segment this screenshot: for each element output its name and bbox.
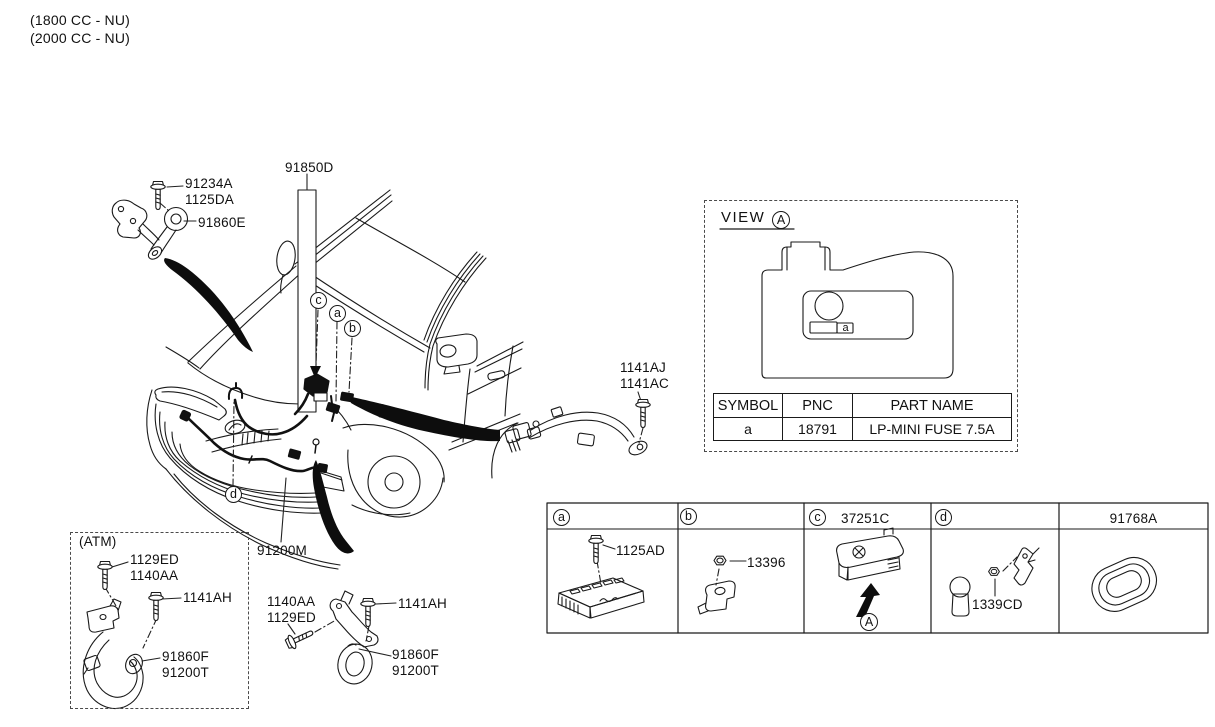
strip-view-ref-a-icon: A — [860, 613, 878, 631]
bolt-icon — [360, 597, 376, 628]
bolt-icon — [283, 625, 317, 652]
bolt-icon — [635, 398, 651, 429]
part-label-91860e[interactable]: 91860E — [198, 215, 246, 230]
part-label-1125ad[interactable]: 1125AD — [616, 543, 665, 558]
part-label-1339cd[interactable]: 1339CD — [972, 597, 1023, 612]
engine-variant-notes: (1800 CC - NU) (2000 CC - NU) — [30, 12, 130, 47]
car-outline-drawing — [146, 189, 524, 570]
part-label-91234a[interactable]: 91234A — [185, 176, 233, 191]
relay-box-drawing — [836, 527, 904, 617]
leader-lines — [111, 173, 996, 662]
mid-label-group-91860f[interactable]: 91860F 91200T — [392, 647, 439, 678]
atm-cable-drawing — [82, 598, 144, 709]
bolt-icon — [588, 534, 604, 565]
fusebox-drawing — [761, 241, 954, 379]
part-label-91860f[interactable]: 91860F — [392, 647, 439, 662]
part-label-1141ah-atm[interactable]: 1141AH — [183, 590, 232, 605]
ground-bracket-drawing — [111, 199, 160, 246]
battery-cable-drawing — [504, 406, 648, 456]
fuse-table-partname-value: LP-MINI FUSE 7.5A — [869, 421, 995, 437]
nut-icon — [713, 555, 727, 566]
part-label-91768a[interactable]: 91768A — [1109, 511, 1158, 526]
grommet-drawing — [1091, 556, 1158, 612]
callout-c-icon[interactable]: c — [310, 292, 327, 309]
part-label-91850d[interactable]: 91850D — [285, 160, 334, 175]
atm-group-box — [70, 532, 249, 709]
strip-callout-d-icon[interactable]: d — [935, 509, 952, 526]
part-label-1141aj[interactable]: 1141AJ — [620, 360, 666, 375]
bulb-socket-drawing — [949, 547, 1040, 617]
part-label-13396[interactable]: 13396 — [747, 555, 786, 570]
fuse-table-header-row: SYMBOL PNC PART NAME — [714, 394, 1011, 418]
pointer-swooshes — [164, 258, 500, 554]
part-label-91860f[interactable]: 91860F — [162, 649, 209, 664]
part-label-1129ed[interactable]: 1129ED — [130, 552, 179, 567]
part-label-1141ac[interactable]: 1141AC — [620, 375, 669, 391]
view-panel-title: VIEW — [721, 209, 766, 226]
callout-b-icon[interactable]: b — [344, 320, 361, 337]
ring-terminal-drawing — [147, 206, 189, 260]
mid-cable-drawing — [329, 590, 379, 685]
parts-strip-grid — [546, 502, 1209, 634]
label-group-91234a[interactable]: 91234A 1125DA — [185, 176, 234, 207]
part-label-37251c[interactable]: 37251C — [841, 511, 890, 526]
atm-group-title: (ATM) — [79, 534, 117, 549]
fuse-table-header-symbol: SYMBOL — [714, 394, 783, 418]
part-label-1140aa[interactable]: 1140AA — [267, 594, 316, 609]
atm-label-group-91860f[interactable]: 91860F 91200T — [162, 649, 209, 680]
callout-a-icon[interactable]: a — [329, 305, 346, 322]
engine-note-1800: (1800 CC - NU) — [30, 12, 131, 28]
dash-dot-leaders — [104, 202, 1018, 649]
mid-label-group-1140aa[interactable]: 1140AA 1129ED — [267, 594, 316, 625]
part-label-1129ed[interactable]: 1129ED — [267, 609, 316, 625]
strip-callout-b-icon[interactable]: b — [680, 508, 697, 525]
strip-callout-a-icon[interactable]: a — [553, 509, 570, 526]
strip-callout-c-icon[interactable]: c — [809, 509, 826, 526]
fuse-table-header-partname: PART NAME — [853, 394, 1011, 418]
nut-icon — [988, 567, 1000, 576]
fusebox-slot-label: a — [842, 322, 849, 334]
part-label-91200m[interactable]: 91200M — [257, 543, 307, 558]
label-group-1141aj[interactable]: 1141AJ 1141AC — [620, 360, 669, 391]
view-panel-box — [704, 200, 1018, 452]
part-label-91200t[interactable]: 91200T — [162, 664, 209, 680]
harness-clip-drawing — [697, 580, 736, 615]
part-label-91200t[interactable]: 91200T — [392, 662, 439, 678]
part-label-1140aa[interactable]: 1140AA — [130, 567, 179, 583]
callout-d-icon[interactable]: d — [225, 486, 242, 503]
fuse-table-header-pnc: PNC — [783, 394, 853, 418]
fuse-table-data-row: a 18791 LP-MINI FUSE 7.5A — [714, 418, 1011, 440]
part-label-1125da[interactable]: 1125DA — [185, 191, 234, 207]
fuse-table-symbol-value: a — [714, 418, 783, 440]
engine-harness-drawing — [179, 373, 368, 474]
junction-block-drawing — [557, 577, 645, 619]
fuse-table-pnc-value: 18791 — [783, 418, 853, 440]
fuse-spec-table: SYMBOL PNC PART NAME a 18791 LP-MINI FUS… — [713, 393, 1012, 441]
engine-note-2000: (2000 CC - NU) — [30, 29, 131, 46]
atm-label-group-1129ed[interactable]: 1129ED 1140AA — [130, 552, 179, 583]
part-label-1141ah-mid[interactable]: 1141AH — [398, 596, 447, 611]
view-ref-a-icon: A — [772, 211, 790, 229]
